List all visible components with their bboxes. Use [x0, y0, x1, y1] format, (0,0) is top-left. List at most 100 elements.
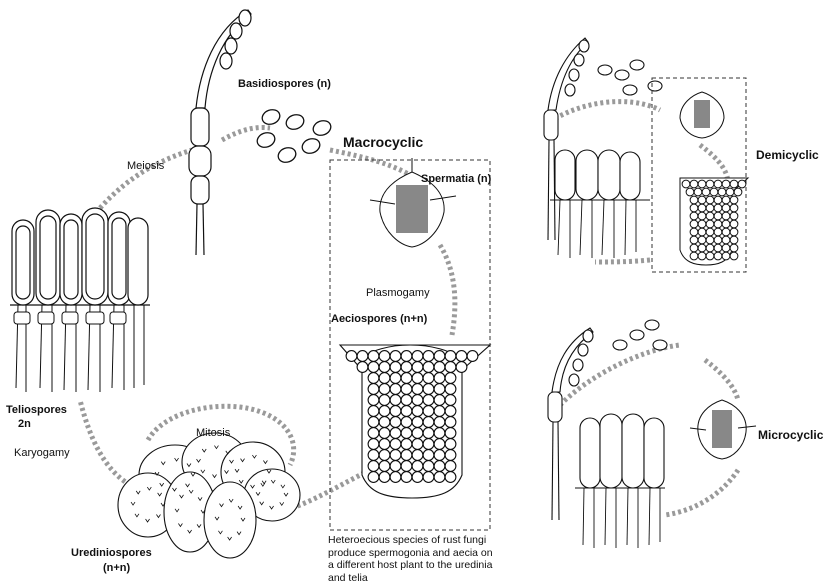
arrow-demicyclic-return [595, 260, 650, 262]
spore [423, 472, 434, 483]
note-line-3: a different host plant to the uredinia [328, 559, 518, 572]
spore [390, 428, 401, 439]
spore [390, 450, 401, 461]
spore [423, 450, 434, 461]
spore [434, 461, 445, 472]
label-karyogamy: Karyogamy [14, 447, 70, 459]
label-spermatia: Spermatia (n) [421, 173, 491, 185]
spore [706, 196, 714, 204]
spore [434, 428, 445, 439]
spore [686, 188, 694, 196]
arrow-microcyclic-down [705, 360, 738, 400]
spore [401, 373, 412, 384]
spore [445, 406, 456, 417]
label-aeciospores: Aeciospores (n+n) [331, 313, 427, 325]
spore [423, 362, 434, 373]
spore [390, 395, 401, 406]
spore [412, 439, 423, 450]
spore [445, 351, 456, 362]
spore [730, 236, 738, 244]
spore [357, 351, 368, 362]
spore [423, 417, 434, 428]
spore [730, 196, 738, 204]
uredinia-cluster [118, 433, 300, 558]
spore [698, 252, 706, 260]
arrow-teliospores-to-basidium [100, 150, 192, 208]
spore [690, 236, 698, 244]
spore [706, 228, 714, 236]
spore [730, 228, 738, 236]
spore [706, 252, 714, 260]
spore [434, 395, 445, 406]
spore [698, 220, 706, 228]
spore [379, 384, 390, 395]
spore [390, 472, 401, 483]
spore [368, 384, 379, 395]
spore [368, 373, 379, 384]
spore [379, 428, 390, 439]
spore [702, 188, 710, 196]
spore [690, 180, 698, 188]
spore [722, 196, 730, 204]
note-line-1: Heteroecious species of rust fungi [328, 534, 518, 547]
spore [401, 428, 412, 439]
spore [682, 180, 690, 188]
spore [368, 395, 379, 406]
spore [346, 351, 357, 362]
spore [390, 406, 401, 417]
spore [445, 362, 456, 373]
spore [722, 204, 730, 212]
microcyclic-spermogonium [690, 400, 756, 459]
spore [714, 228, 722, 236]
spore [379, 395, 390, 406]
spore [368, 406, 379, 417]
spore [412, 395, 423, 406]
spore [423, 373, 434, 384]
spore [445, 439, 456, 450]
spore [456, 362, 467, 373]
spore [390, 461, 401, 472]
spore [401, 351, 412, 362]
spore [714, 204, 722, 212]
spore [726, 188, 734, 196]
spore [722, 220, 730, 228]
spore [690, 252, 698, 260]
spore [706, 220, 714, 228]
spore [401, 417, 412, 428]
spore [706, 236, 714, 244]
spore [379, 362, 390, 373]
spore [434, 472, 445, 483]
spore [379, 450, 390, 461]
spore [423, 439, 434, 450]
telia-left [10, 208, 150, 392]
spore [690, 196, 698, 204]
spore [423, 406, 434, 417]
spore [368, 351, 379, 362]
spore [401, 472, 412, 483]
spore [690, 220, 698, 228]
spore [401, 439, 412, 450]
arrow-microcyclic-return [665, 470, 738, 515]
spore [434, 439, 445, 450]
spore [379, 373, 390, 384]
spore [698, 196, 706, 204]
spore [401, 406, 412, 417]
spore [690, 212, 698, 220]
spore [434, 351, 445, 362]
spore [412, 373, 423, 384]
spore [423, 384, 434, 395]
label-basidiospores: Basidiospores (n) [238, 78, 331, 90]
spore [445, 384, 456, 395]
label-macrocyclic: Macrocyclic [343, 134, 423, 150]
spore [368, 362, 379, 373]
spore [445, 417, 456, 428]
spore [434, 384, 445, 395]
spore [368, 472, 379, 483]
spore [734, 188, 742, 196]
spore [401, 362, 412, 373]
heteroecious-note: Heteroecious species of rust fungi produ… [328, 534, 518, 584]
spore [379, 472, 390, 483]
spore [714, 212, 722, 220]
demicyclic-telia [550, 150, 650, 258]
spore [390, 417, 401, 428]
